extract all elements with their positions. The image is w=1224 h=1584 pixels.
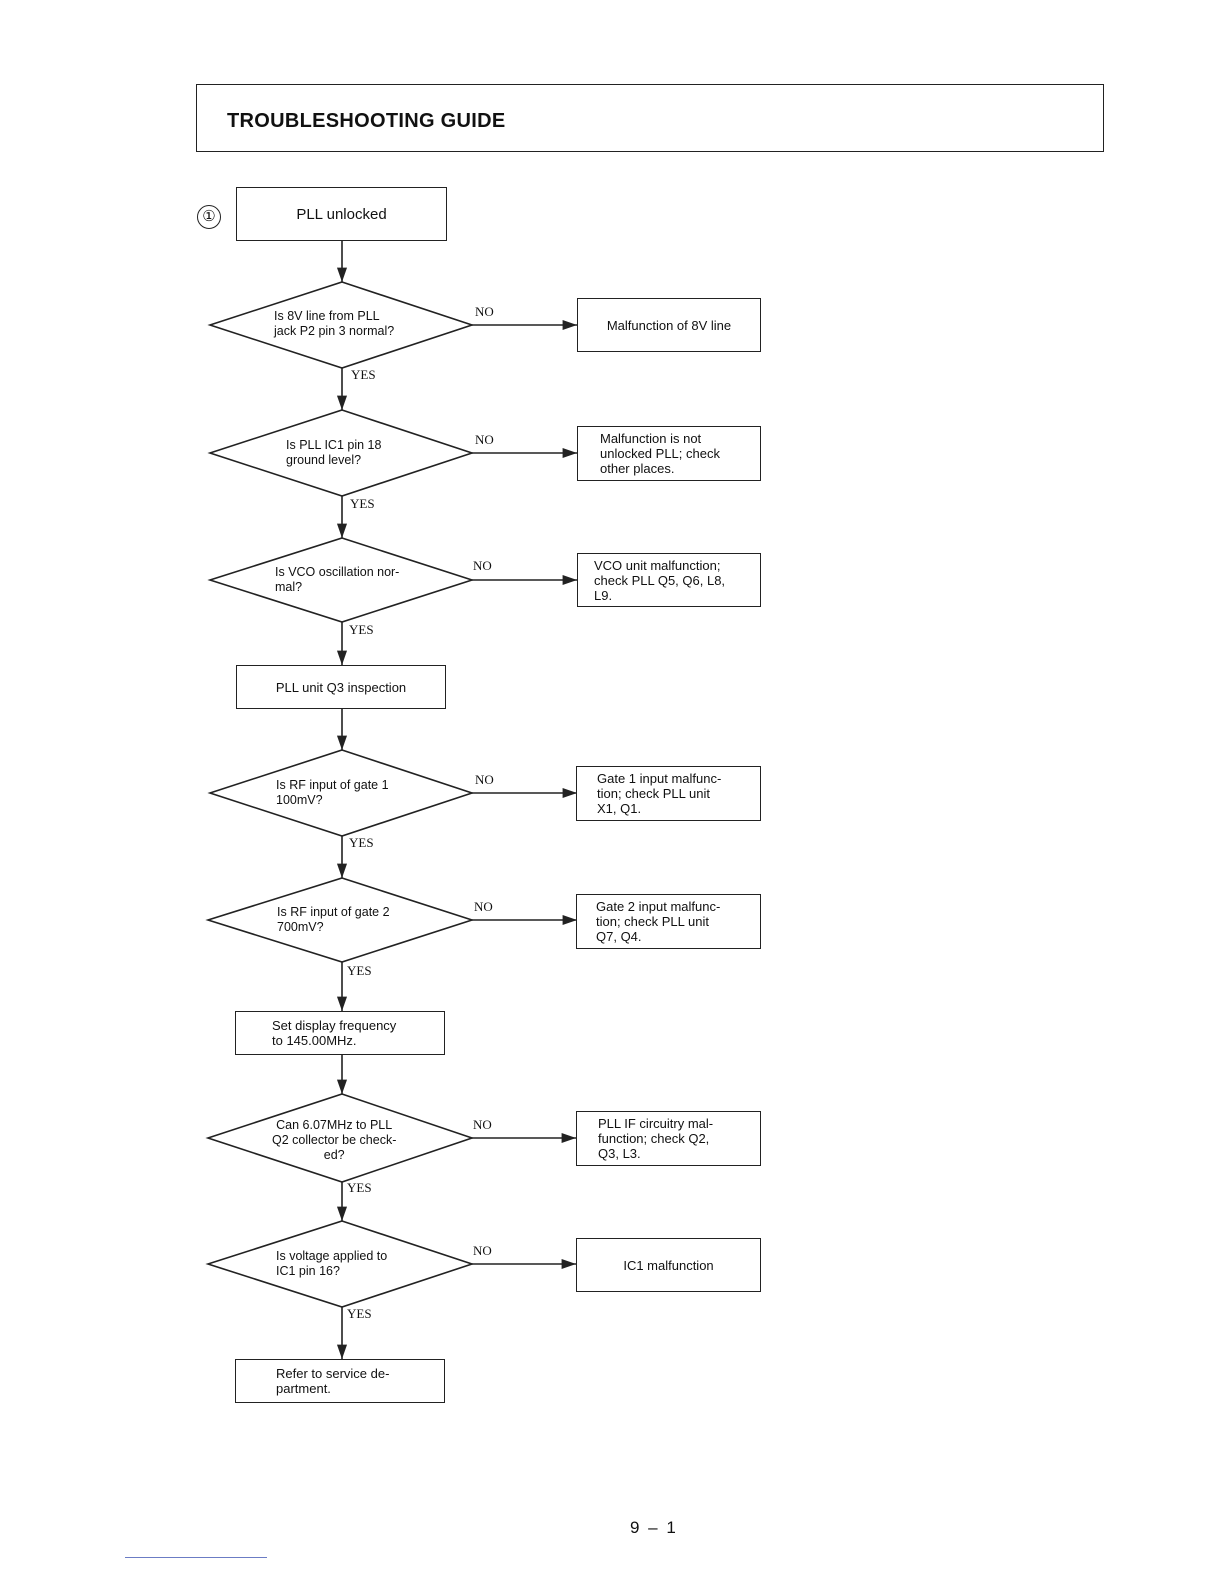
start-box: PLL unlocked xyxy=(236,187,447,241)
decision-diamond-7 xyxy=(205,1220,475,1308)
result-box-6: PLL IF circuitry mal- function; check Q2… xyxy=(576,1111,761,1166)
decision-diamond-1 xyxy=(207,281,475,369)
process-box-1: PLL unit Q3 inspection xyxy=(236,665,446,709)
result-box-7: IC1 malfunction xyxy=(576,1238,761,1292)
no-label-6: NO xyxy=(473,1117,492,1132)
decision-diamond-5 xyxy=(205,877,475,963)
result-box-4: Gate 1 input malfunc- tion; check PLL un… xyxy=(576,766,761,821)
end-box: Refer to service de- partment. xyxy=(235,1359,445,1403)
decision-diamond-6 xyxy=(205,1093,475,1183)
no-label-3: NO xyxy=(473,558,492,573)
no-label-2: NO xyxy=(475,432,494,447)
yes-label-5: YES xyxy=(347,963,372,978)
decision-text-3: Is VCO oscillation nor- mal? xyxy=(275,565,400,594)
header-box: TROUBLESHOOTING GUIDE xyxy=(196,84,1104,152)
yes-label-6: YES xyxy=(347,1180,372,1195)
result-box-3: VCO unit malfunction; check PLL Q5, Q6, … xyxy=(577,553,761,607)
page-title: TROUBLESHOOTING GUIDE xyxy=(227,110,506,132)
result-box-1: Malfunction of 8V line xyxy=(577,298,761,352)
decision-diamond-4 xyxy=(207,749,475,837)
yes-label-2: YES xyxy=(350,496,375,511)
yes-label-7: YES xyxy=(347,1306,372,1321)
result-box-5: Gate 2 input malfunc- tion; check PLL un… xyxy=(576,894,761,949)
decision-text-1: Is 8V line from PLL jack P2 pin 3 normal… xyxy=(274,309,395,338)
footer-rule xyxy=(125,1557,267,1558)
no-label-1: NO xyxy=(475,304,494,319)
page-number: 9 – 1 xyxy=(630,1518,678,1537)
decision-text-2: Is PLL IC1 pin 18 ground level? xyxy=(286,438,382,467)
decision-text-6: Can 6.07MHz to PLL Q2 collector be check… xyxy=(272,1118,397,1162)
decision-text-7: Is voltage applied to IC1 pin 16? xyxy=(276,1249,388,1278)
decision-text-4: Is RF input of gate 1 100mV? xyxy=(276,778,389,807)
step-number: ① xyxy=(197,205,221,229)
yes-label-1: YES xyxy=(351,367,376,382)
no-label-5: NO xyxy=(474,899,493,914)
yes-label-4: YES xyxy=(349,835,374,850)
no-label-4: NO xyxy=(475,772,494,787)
yes-label-3: YES xyxy=(349,622,374,637)
process-box-2: Set display frequency to 145.00MHz. xyxy=(235,1011,445,1055)
result-box-2: Malfunction is not unlocked PLL; check o… xyxy=(577,426,761,481)
decision-text-5: Is RF input of gate 2 700mV? xyxy=(277,905,390,934)
no-label-7: NO xyxy=(473,1243,492,1258)
decision-diamond-2 xyxy=(207,409,475,497)
decision-diamond-3 xyxy=(207,537,475,623)
